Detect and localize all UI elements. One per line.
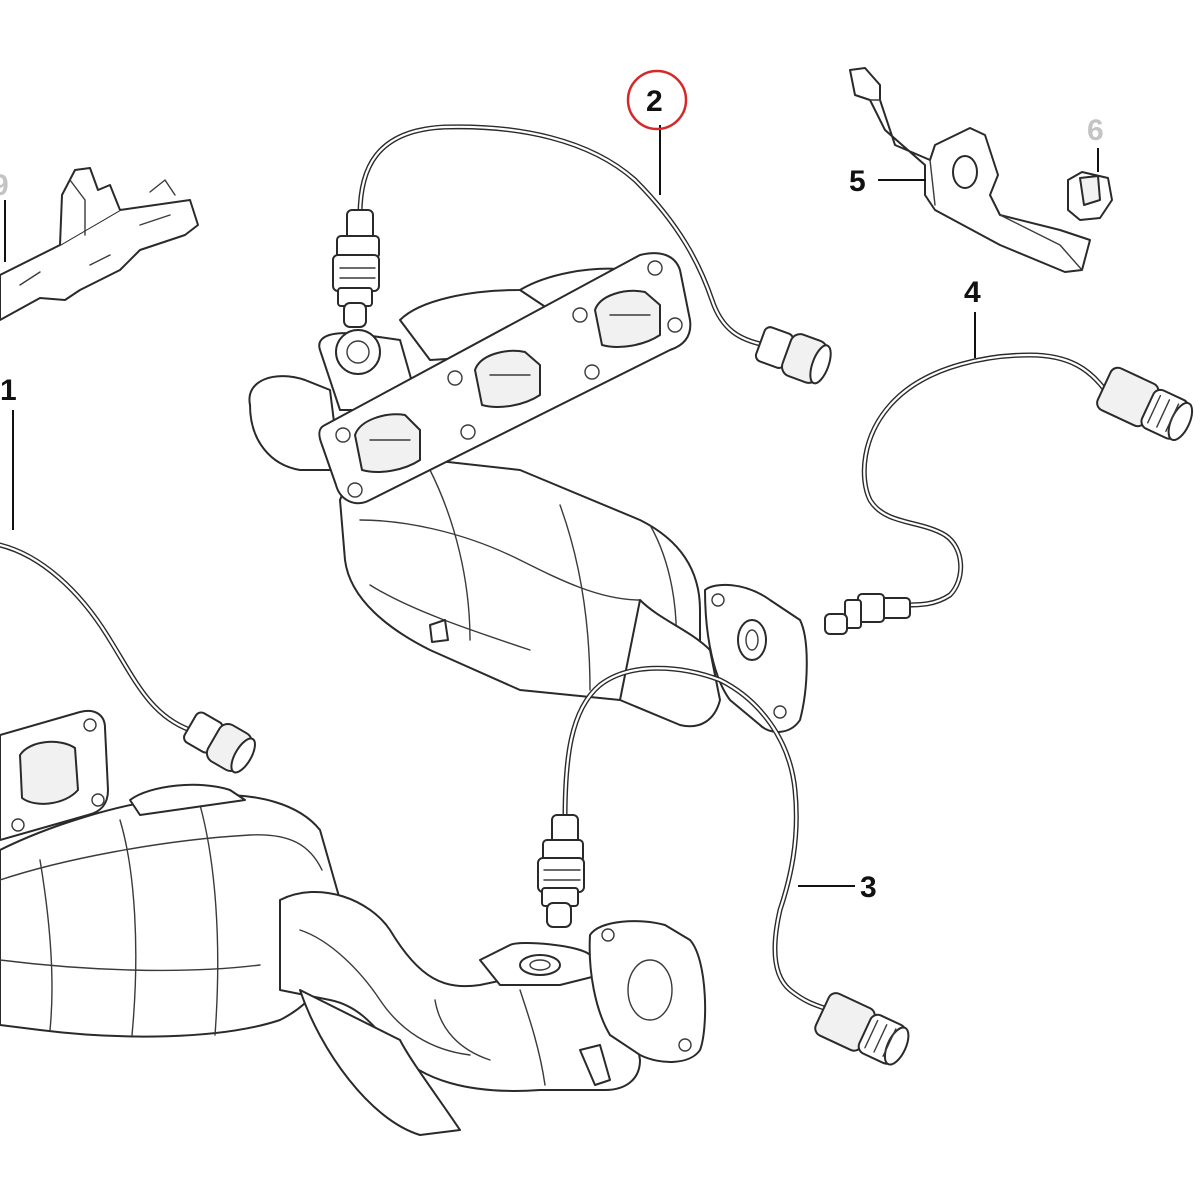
callout-9: 9 [0,169,9,202]
bracket-part-5 [849,67,1091,273]
oxygen-sensor-part-2 [332,124,832,385]
callout-2-highlight-ring [626,69,688,131]
oxygen-sensor-part-1 [0,410,256,774]
callout-5: 5 [849,165,866,198]
callout-2: 2 [646,85,663,118]
callout-3: 3 [860,871,877,904]
callout-4: 4 [964,276,981,309]
callout-6: 6 [1087,114,1104,147]
oxygen-sensor-part-4 [824,312,1194,635]
bracket-part-9 [0,167,199,321]
sensor-clip-part-6 [1067,148,1113,221]
oxygen-sensor-part-3 [537,665,910,1066]
exhaust-manifold-lower [0,709,707,1136]
exhaust-manifold-upper [248,252,808,733]
callout-1: 1 [0,374,17,407]
